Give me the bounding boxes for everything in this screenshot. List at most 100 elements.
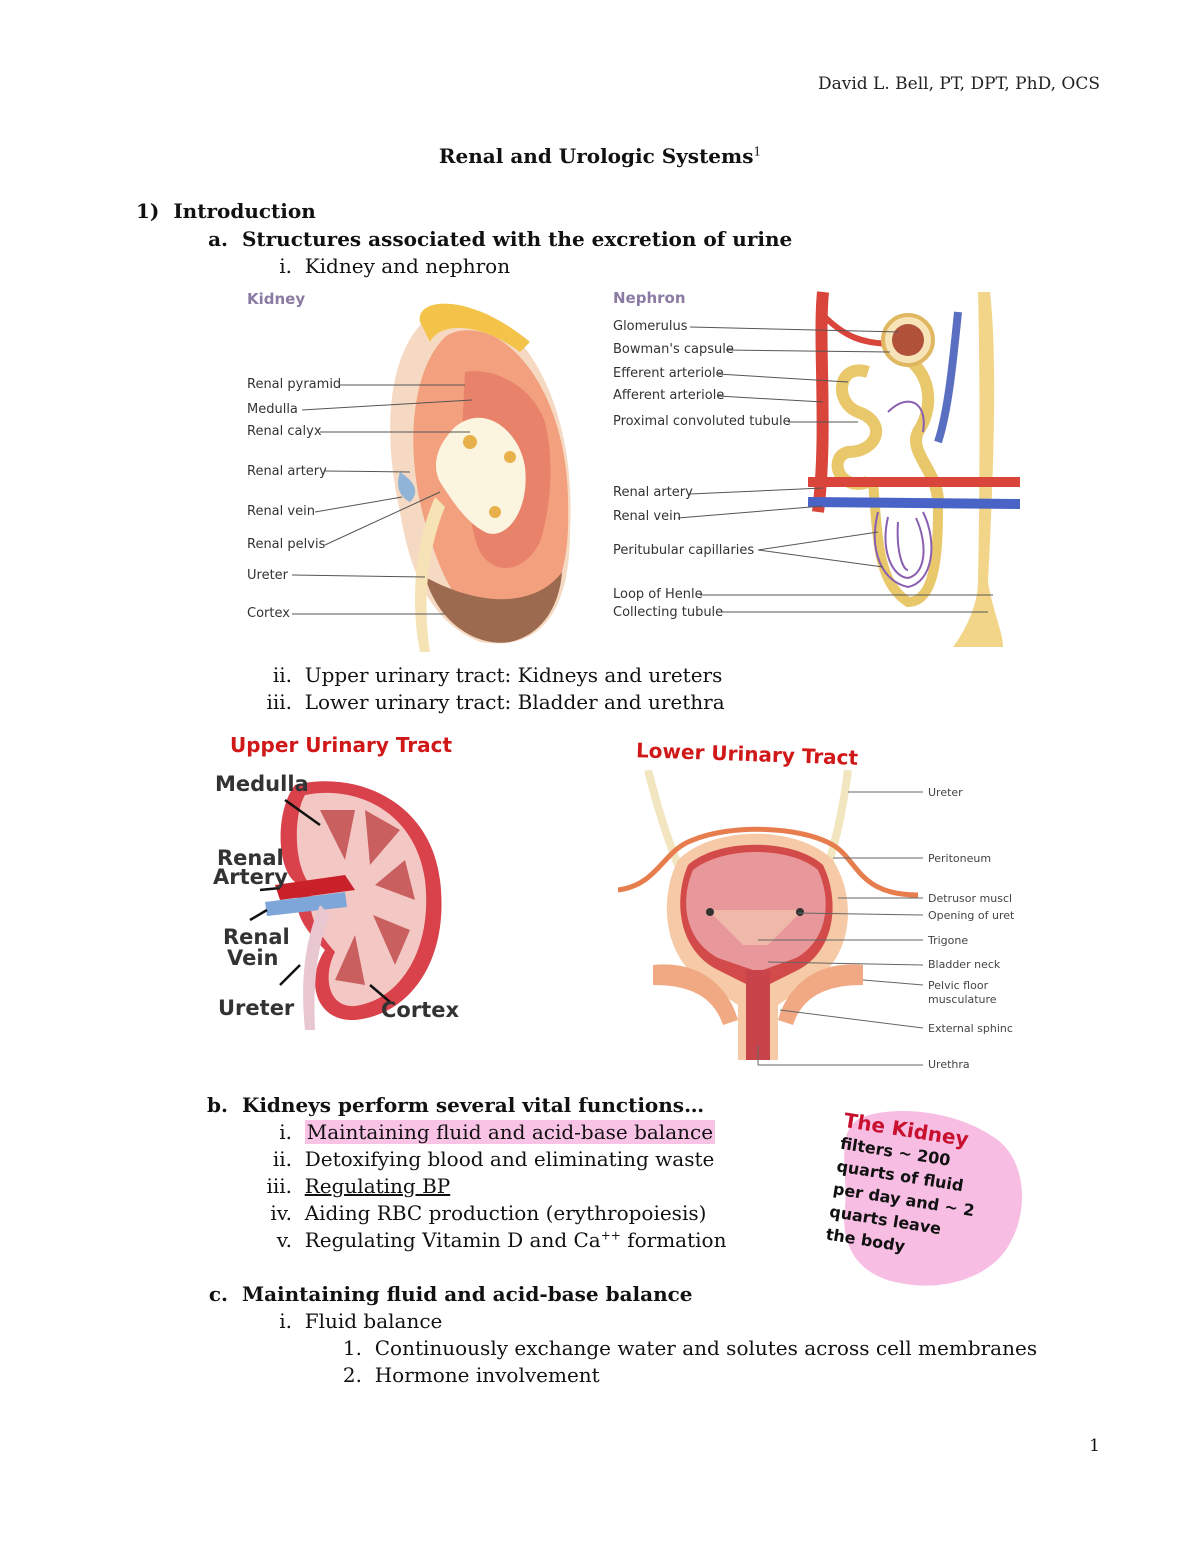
item-a-text: Structures associated with the excretion… bbox=[241, 227, 793, 251]
item-a-iii: iii. Lower urinary tract: Bladder and ur… bbox=[252, 690, 725, 714]
item-b-i: i. Maintaining fluid and acid-base balan… bbox=[252, 1120, 716, 1144]
item-b-ii: ii. Detoxifying blood and eliminating wa… bbox=[252, 1147, 715, 1171]
item-c-i-2: 2. Hormone involvement bbox=[340, 1363, 600, 1387]
kidney-label: Renal pyramid bbox=[247, 377, 342, 392]
author-header: David L. Bell, PT, DPT, PhD, OCS bbox=[817, 74, 1100, 94]
kidney-label: Renal pelvis bbox=[247, 537, 326, 552]
item-b-iii: iii. Regulating BP bbox=[252, 1174, 450, 1198]
upper-label-medulla: Medulla bbox=[215, 772, 309, 796]
kidney-note: The Kidney filters ~ 200 quarts of fluid… bbox=[824, 1108, 1012, 1272]
upper-label-ureter: Ureter bbox=[218, 996, 295, 1020]
item-text: Kidney and nephron bbox=[304, 254, 511, 278]
lower-label: Peritoneum bbox=[928, 852, 992, 865]
nephron-label: Afferent arteriole bbox=[613, 388, 725, 403]
item-c-i-1: 1. Continuously exchange water and solut… bbox=[340, 1336, 1037, 1360]
bladder-illustration bbox=[617, 769, 924, 1066]
kidney-label: Renal calyx bbox=[247, 424, 322, 439]
upper-label-renal-artery-1: Renal bbox=[217, 846, 284, 870]
item-text: Continuously exchange water and solutes … bbox=[374, 1336, 1038, 1360]
lower-label: musculature bbox=[928, 993, 997, 1006]
nephron-heading: Nephron bbox=[613, 289, 686, 307]
item-text: Aiding RBC production (erythropoiesis) bbox=[304, 1201, 707, 1225]
upper-label-renal-artery-2: Artery bbox=[213, 865, 288, 889]
kidney-label: Medulla bbox=[247, 402, 298, 417]
title-footnote: 1 bbox=[753, 144, 762, 159]
upper-tract-figure: Medulla Renal Artery Renal Vein Ureter C… bbox=[205, 770, 470, 1030]
item-text: Detoxifying blood and eliminating waste bbox=[304, 1147, 715, 1171]
item-text: Fluid balance bbox=[304, 1309, 443, 1333]
lower-tract-figure: Ureter Peritoneum Detrusor muscl Opening… bbox=[617, 769, 1014, 1080]
upper-tract-heading: Upper Urinary Tract bbox=[230, 733, 453, 757]
nephron-label: Glomerulus bbox=[613, 319, 688, 334]
item-b-iv: iv. Aiding RBC production (erythropoiesi… bbox=[252, 1201, 706, 1225]
item-num: i. bbox=[279, 1309, 292, 1333]
kidney-label: Ureter bbox=[247, 568, 289, 583]
section-heading: 1) Introduction bbox=[136, 199, 316, 223]
item-num: 1. bbox=[342, 1336, 362, 1360]
nephron-label: Collecting tubule bbox=[613, 605, 724, 620]
nephron-label: Renal vein bbox=[613, 509, 681, 524]
upper-label-cortex: Cortex bbox=[381, 998, 460, 1022]
item-num: i. bbox=[279, 254, 292, 278]
item-a-i: i. Kidney and nephron bbox=[252, 254, 510, 278]
item-a: a. Structures associated with the excret… bbox=[204, 227, 792, 251]
nephron-label: Loop of Henle bbox=[613, 587, 703, 602]
lower-label: Ureter bbox=[928, 786, 963, 799]
item-c-num: c. bbox=[208, 1282, 228, 1306]
item-num: ii. bbox=[272, 663, 292, 687]
item-b-num: b. bbox=[207, 1093, 228, 1117]
underlined-text: Regulating BP bbox=[304, 1174, 451, 1198]
item-c: c. Maintaining fluid and acid-base balan… bbox=[204, 1282, 693, 1306]
lower-label: Urethra bbox=[928, 1058, 970, 1071]
item-num: 2. bbox=[342, 1363, 362, 1387]
item-num: ii. bbox=[272, 1147, 292, 1171]
nephron-label: Proximal convoluted tubule bbox=[613, 414, 791, 429]
superscript: ++ bbox=[600, 1228, 621, 1243]
lower-label: Pelvic floor bbox=[928, 979, 989, 992]
nephron-label: Peritubular capillaries bbox=[613, 543, 755, 558]
lower-label: Opening of uret bbox=[928, 909, 1015, 922]
lower-label: Detrusor muscl bbox=[928, 892, 1013, 905]
page-number: 1 bbox=[1089, 1436, 1100, 1456]
item-num: iii. bbox=[266, 1174, 292, 1198]
lower-tract-heading: Lower Urinary Tract bbox=[635, 738, 859, 770]
page-title: Renal and Urologic Systems1 bbox=[0, 144, 1200, 168]
kidney-heading: Kidney bbox=[247, 290, 306, 308]
item-b-v: v. Regulating Vitamin D and Ca++ formati… bbox=[252, 1228, 727, 1252]
item-text: Upper urinary tract: Kidneys and ureters bbox=[304, 663, 723, 687]
item-c-i: i. Fluid balance bbox=[252, 1309, 442, 1333]
nephron-label: Efferent arteriole bbox=[613, 366, 724, 381]
lower-label: External sphinc bbox=[928, 1022, 1013, 1035]
kidney-label: Renal artery bbox=[247, 464, 327, 479]
nephron-illustration bbox=[677, 291, 1021, 647]
lower-label: Bladder neck bbox=[928, 958, 1001, 971]
lower-label: Trigone bbox=[928, 934, 969, 947]
item-c-text: Maintaining fluid and acid-base balance bbox=[241, 1282, 693, 1306]
upper-label-renal-vein-2: Vein bbox=[227, 946, 279, 970]
title-text: Renal and Urologic Systems bbox=[438, 144, 754, 168]
item-b: b. Kidneys perform several vital functio… bbox=[204, 1093, 704, 1117]
kidney-label: Cortex bbox=[247, 606, 290, 621]
nephron-label: Renal artery bbox=[613, 485, 693, 500]
item-a-num: a. bbox=[208, 227, 228, 251]
item-b-text: Kidneys perform several vital functions… bbox=[241, 1093, 705, 1117]
note-blob bbox=[844, 1110, 1022, 1286]
kidney-illustration bbox=[291, 303, 571, 652]
item-text: Regulating Vitamin D and Ca bbox=[304, 1228, 601, 1252]
upper-kidney-illustration bbox=[249, 781, 442, 1030]
item-num: iv. bbox=[270, 1201, 292, 1225]
item-num: i. bbox=[279, 1120, 292, 1144]
item-a-ii: ii. Upper urinary tract: Kidneys and ure… bbox=[252, 663, 723, 687]
item-num: iii. bbox=[266, 690, 292, 714]
highlighted-text: Maintaining fluid and acid-base balance bbox=[304, 1120, 716, 1144]
item-num: v. bbox=[276, 1228, 292, 1252]
upper-label-renal-vein-1: Renal bbox=[223, 925, 290, 949]
section-num: 1) bbox=[136, 199, 160, 223]
nephron-label: Bowman's capsule bbox=[613, 342, 734, 357]
item-text: Hormone involvement bbox=[374, 1363, 600, 1387]
nephron-figure: Nephron Glomerulus Bowman's capsule Effe… bbox=[608, 282, 1021, 652]
item-text: Lower urinary tract: Bladder and urethra bbox=[304, 690, 725, 714]
kidney-label: Renal vein bbox=[247, 504, 315, 519]
item-text-tail: formation bbox=[620, 1228, 727, 1252]
section-title: Introduction bbox=[173, 199, 316, 223]
